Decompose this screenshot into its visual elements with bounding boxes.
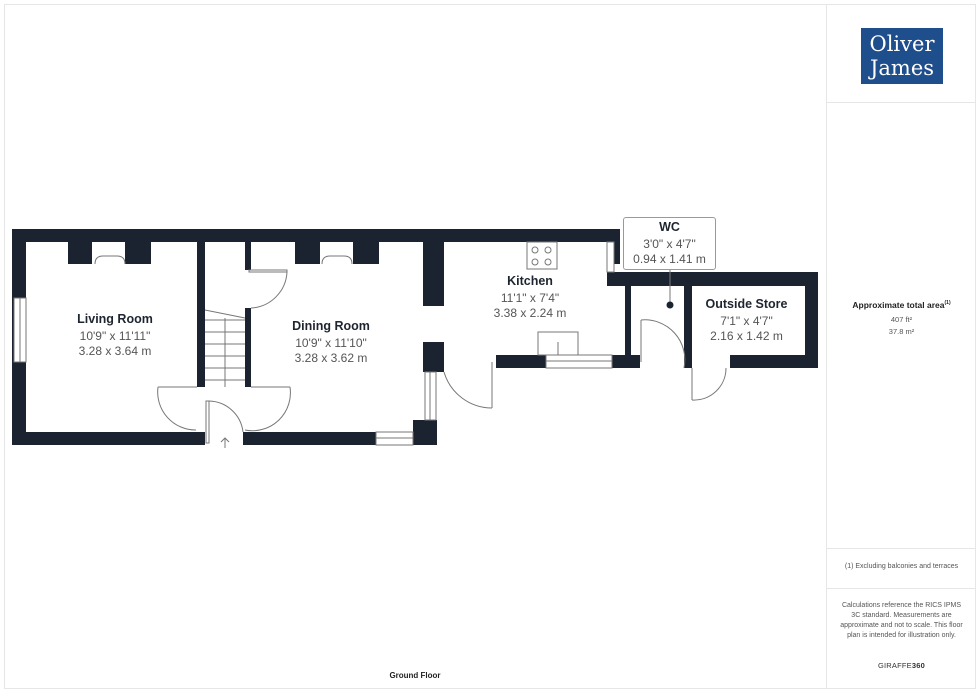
wc-pipe-icon (666, 301, 674, 309)
fixtures (13, 241, 727, 448)
info-sidebar: Oliver James Approximate total area(1) 4… (826, 4, 976, 689)
software-brand: GIRAFFE360 (877, 661, 926, 670)
page-frame (4, 4, 976, 689)
footnote: (1) Excluding balconies and terraces (844, 563, 959, 570)
room-outside-store: Outside Store 7'1" x 4'7" 2.16 x 1.42 m (705, 297, 788, 343)
area-sqm: 37.8 m² (888, 327, 915, 336)
floor-label: Ground Floor (389, 671, 441, 680)
divider (827, 102, 976, 103)
divider (827, 588, 976, 589)
room-kitchen: Kitchen 11'1" x 7'4" 3.38 x 2.24 m (493, 274, 567, 320)
room-dining-room: Dining Room 10'9" x 11'10" 3.28 x 3.62 m (292, 319, 370, 365)
disclaimer: Calculations reference the RICS IPMS 3C … (840, 602, 963, 639)
area-sqft: 407 ft² (890, 315, 913, 324)
wc-callout (623, 217, 716, 270)
brand-logo: Oliver James (861, 28, 943, 84)
walls (12, 229, 818, 445)
divider (827, 548, 976, 549)
room-wc: WC 3'0" x 4'7" 0.94 x 1.41 m (633, 220, 706, 266)
area-title: Approximate total area(1) (852, 300, 951, 310)
floor-plan (12, 229, 818, 448)
room-living-room: Living Room 10'9" x 11'11" 3.28 x 3.64 m (77, 312, 153, 358)
